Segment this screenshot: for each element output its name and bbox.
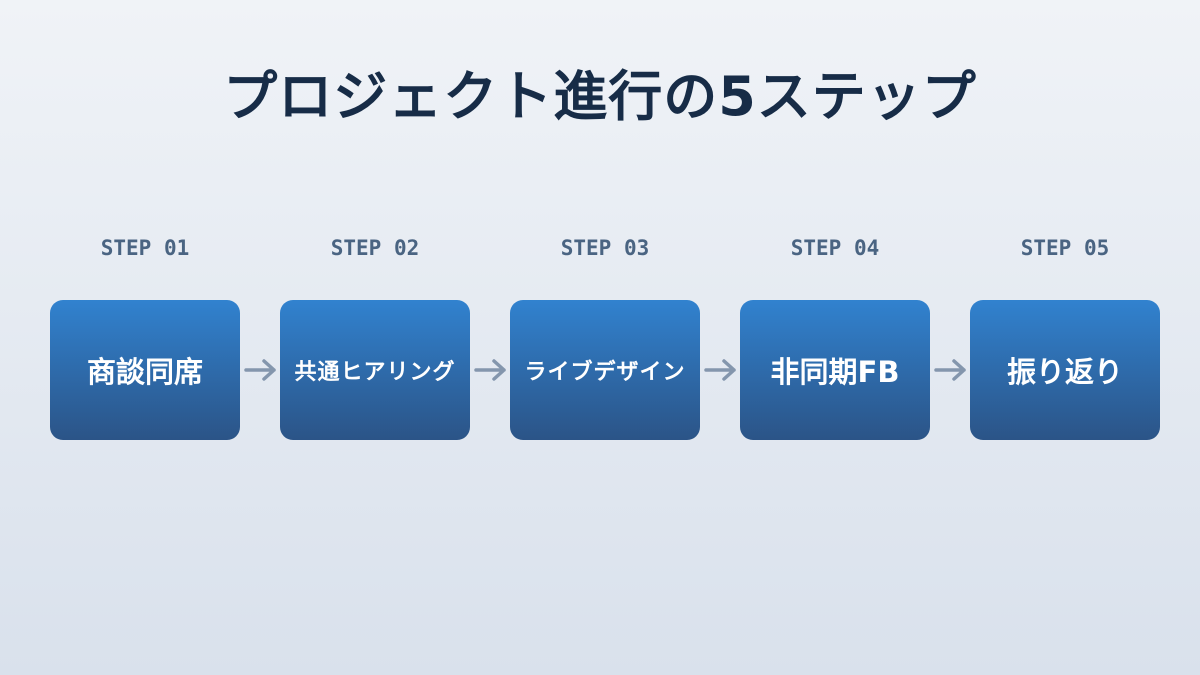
arrow-right-icon [244,359,276,381]
step-name-2: 共通ヒアリング [294,360,456,385]
step-label-4: STEP 04 [790,236,880,260]
step-box-5: 振り返り [970,300,1160,440]
arrow-right-icon [474,359,506,381]
arrow-right-icon [934,359,966,381]
step-name-4: 非同期FB [770,355,900,389]
step-box-2: 共通ヒアリング [280,300,470,440]
step-box-3: ライブデザイン [510,300,700,440]
arrow-right-icon [704,359,736,381]
step-name-1: 商談同席 [86,355,203,389]
step-label-3: STEP 03 [560,236,650,260]
step-box-1: 商談同席 [50,300,240,440]
page-title: プロジェクト進行の5ステップ [223,65,977,128]
step-box-4: 非同期FB [740,300,930,440]
step-name-5: 振り返り [1006,355,1123,389]
step-label-5: STEP 05 [1020,236,1110,260]
step-name-3: ライブデザイン [524,360,686,385]
step-label-1: STEP 01 [100,236,190,260]
step-label-2: STEP 02 [330,236,420,260]
